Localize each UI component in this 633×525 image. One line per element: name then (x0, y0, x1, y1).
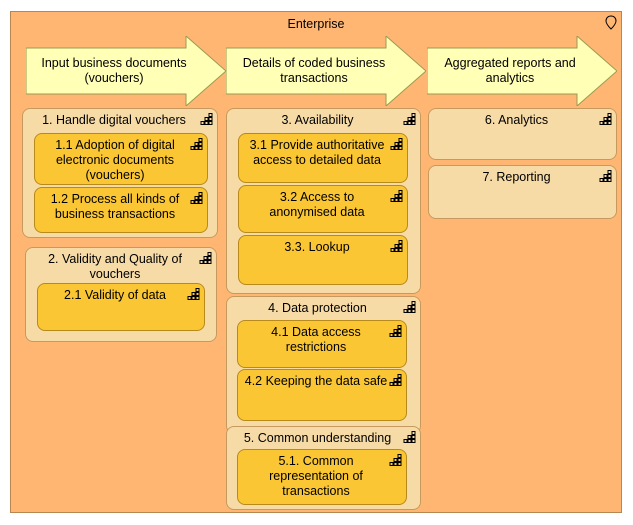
capability-icon (599, 170, 612, 182)
capability-icon (389, 374, 402, 386)
sub-capability-1-2[interactable]: 1.2 Process all kinds of business transa… (34, 187, 208, 233)
capability-icon (190, 192, 203, 204)
sub-capability-title: 4.1 Data access restrictions (271, 325, 361, 354)
location-pin-icon (605, 15, 617, 30)
capability-7[interactable]: 7. Reporting (428, 165, 617, 219)
capability-6[interactable]: 6. Analytics (428, 108, 617, 160)
arrow-label: Details of coded business transactions (242, 56, 386, 85)
value-stream-arrow-details[interactable]: Details of coded business transactions (226, 36, 426, 106)
capability-icon (187, 288, 200, 300)
capability-title: 2. Validity and Quality of vouchers (48, 252, 182, 281)
capability-title: 6. Analytics (484, 113, 549, 127)
capability-3[interactable]: 3. Availability 3.1 Provide authoritativ… (226, 108, 421, 294)
capability-title: 7. Reporting (482, 170, 551, 184)
capability-icon (190, 138, 203, 150)
value-stream-arrow-input[interactable]: Input business documents (vouchers) (26, 36, 226, 106)
sub-capability-title: 2.1 Validity of data (64, 288, 166, 302)
capability-title: 4. Data protection (268, 301, 367, 315)
capability-icon (389, 454, 402, 466)
enterprise-frame[interactable]: Enterprise Input business documents (vou… (10, 11, 622, 513)
capability-icon (390, 190, 403, 202)
sub-capability-3-2[interactable]: 3.2 Access to anonymised data (238, 185, 408, 233)
value-stream-arrow-reports[interactable]: Aggregated reports and analytics (427, 36, 617, 106)
sub-capability-title: 4.2 Keeping the data safe (244, 374, 388, 388)
capability-icon (403, 431, 416, 443)
sub-capability-title: 1.1 Adoption of digital electronic docum… (55, 138, 175, 182)
sub-capability-2-1[interactable]: 2.1 Validity of data (37, 283, 205, 331)
sub-capability-title: 3.2 Access to anonymised data (269, 190, 365, 219)
capability-icon (599, 113, 612, 125)
capability-title: 3. Availability (281, 113, 354, 127)
capability-icon (200, 113, 213, 125)
capability-5[interactable]: 5. Common understanding 5.1. Common repr… (226, 426, 421, 510)
sub-capability-1-1[interactable]: 1.1 Adoption of digital electronic docum… (34, 133, 208, 185)
sub-capability-3-1[interactable]: 3.1 Provide authoritative access to deta… (238, 133, 408, 183)
capability-icon (403, 301, 416, 313)
arrow-label: Aggregated reports and analytics (444, 56, 576, 85)
capability-icon (389, 325, 402, 337)
sub-capability-title: 3.3. Lookup (284, 240, 350, 254)
sub-capability-title: 3.1 Provide authoritative access to deta… (249, 138, 385, 167)
sub-capability-4-1[interactable]: 4.1 Data access restrictions (237, 320, 407, 368)
arrow-shape (26, 36, 226, 106)
capability-icon (390, 138, 403, 150)
capability-1[interactable]: 1. Handle digital vouchers 1.1 Adoption … (22, 108, 218, 238)
sub-capability-title: 1.2 Process all kinds of business transa… (50, 192, 180, 221)
capability-title: 1. Handle digital vouchers (42, 113, 186, 127)
sub-capability-5-1[interactable]: 5.1. Common representation of transactio… (237, 449, 407, 505)
arrow-shape (427, 36, 617, 106)
sub-capability-3-3[interactable]: 3.3. Lookup (238, 235, 408, 285)
arrow-shape (226, 36, 426, 106)
sub-capability-4-2[interactable]: 4.2 Keeping the data safe (237, 369, 407, 421)
frame-title: Enterprise (287, 17, 345, 31)
capability-4[interactable]: 4. Data protection 4.1 Data access restr… (226, 296, 421, 434)
capability-2[interactable]: 2. Validity and Quality of vouchers 2.1 … (25, 247, 217, 342)
capability-icon (403, 113, 416, 125)
capability-icon (390, 240, 403, 252)
capability-icon (199, 252, 212, 264)
sub-capability-title: 5.1. Common representation of transactio… (269, 454, 363, 498)
capability-title: 5. Common understanding (243, 431, 392, 445)
arrow-label: Input business documents (vouchers) (41, 56, 187, 85)
